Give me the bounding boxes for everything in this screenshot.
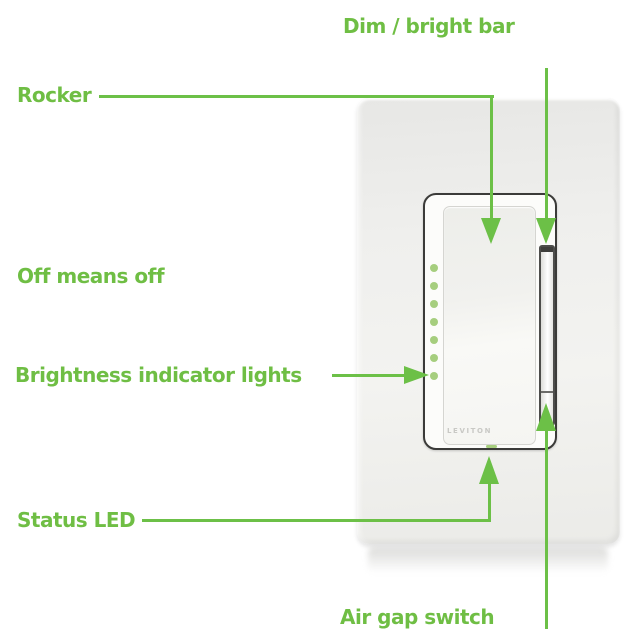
dim-bright-arrow-down-icon [536,218,556,244]
label-rocker: Rocker [17,83,92,107]
brightness-led-dot [430,300,438,308]
rocker-leader-line-vertical [490,95,493,219]
dim-bright-leader-line [545,68,548,219]
brightness-arrow-right-icon [404,366,429,384]
status-led-light [486,445,497,448]
label-air-gap-switch: Air gap switch [340,605,495,629]
dim-bright-slider [539,245,555,426]
air-gap-arrow-up-icon [536,403,556,431]
brightness-led-dot [430,282,438,290]
brightness-led-dot [430,318,438,326]
rocker-leader-line-horizontal [99,95,494,98]
air-gap-switch-tab [541,391,553,393]
rocker-arrow-down-icon [481,218,501,244]
rocker-paddle [443,206,536,445]
brand-logo-text: LEVITON [447,427,493,435]
status-led-leader-line-vertical [488,484,491,522]
brightness-leader-line [332,374,404,377]
brightness-led-column [430,264,438,380]
label-brightness-indicator-lights: Brightness indicator lights [15,363,302,387]
label-dim-bright-bar: Dim / bright bar [343,14,515,38]
brightness-led-dot [430,336,438,344]
brightness-led-dot [430,372,438,380]
label-status-led: Status LED [17,508,136,532]
slider-top-notch [541,247,553,252]
label-off-means-off: Off means off [17,264,165,288]
air-gap-leader-line [545,431,548,629]
brightness-led-dot [430,264,438,272]
plate-reflection [368,547,608,573]
status-led-leader-line-horizontal [142,519,491,522]
brightness-led-dot [430,354,438,362]
status-led-arrow-up-icon [479,456,499,484]
